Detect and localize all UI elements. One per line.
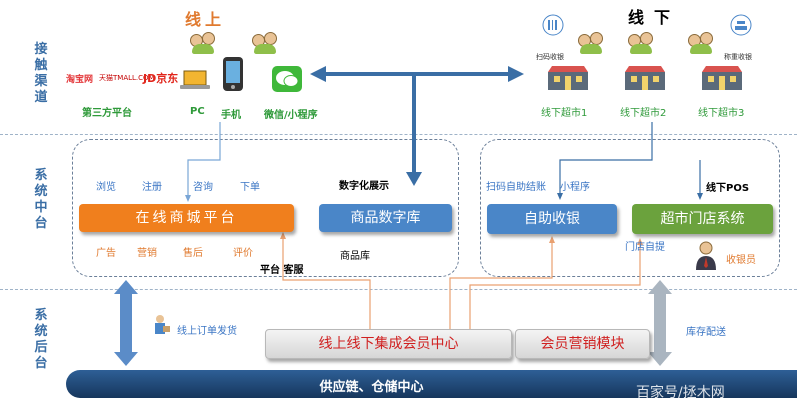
- weigh-pay-label: 称重收银: [724, 53, 752, 61]
- users-icon: [688, 32, 714, 56]
- layer-label-back: 系统后台: [34, 308, 48, 371]
- goods-library-button[interactable]: 商品数字库: [319, 204, 452, 232]
- platform-service-label: 平台 客服: [260, 265, 304, 276]
- phone-icon: [222, 56, 244, 92]
- watermark: 百家号/拯木网: [636, 385, 725, 401]
- store-pickup-label: 门店自提: [625, 242, 665, 253]
- action-register: 注册: [142, 182, 162, 193]
- phone-label: 手机: [221, 110, 241, 121]
- self-checkout-button[interactable]: 自助收银: [487, 204, 617, 234]
- member-center-button[interactable]: 线上线下集成会员中心: [265, 329, 512, 359]
- pos-label: 线下POS: [706, 183, 750, 194]
- offline-title: 线下: [628, 8, 681, 27]
- layer-label-channel: 接触渠道: [34, 42, 48, 105]
- action-consult: 咨询: [193, 182, 213, 193]
- separator-channel: [0, 134, 797, 135]
- wechat-icon: [272, 66, 302, 92]
- scan-pay-icon: [542, 14, 564, 36]
- offline-middle-box: [480, 139, 780, 277]
- online-order-label: 线上订单发货: [177, 326, 237, 337]
- scan-checkout-label: 扫码自助结账: [486, 182, 546, 193]
- store-label-2: 线下超市2: [620, 108, 667, 119]
- taobao-logo: 淘宝网: [66, 75, 94, 85]
- jd-logo: JD京东: [143, 72, 179, 85]
- mall-sub-ad: 广告: [96, 248, 116, 259]
- third-party-label: 第三方平台: [82, 108, 132, 119]
- inventory-label: 库存配送: [686, 327, 726, 338]
- laptop-icon: [180, 70, 210, 90]
- delivery-worker-icon: [153, 314, 171, 336]
- store-label-1: 线下超市1: [541, 108, 588, 119]
- online-middle-box: [72, 139, 459, 277]
- supply-chain-bar: 供应链、仓储中心: [66, 370, 797, 398]
- scale-icon: [730, 14, 752, 36]
- mall-sub-aftersale: 售后: [183, 248, 203, 259]
- member-marketing-button[interactable]: 会员营销模块: [515, 329, 650, 359]
- store-icon: [702, 66, 742, 90]
- store-icon: [548, 66, 588, 90]
- mall-platform-button[interactable]: 在线商城平台: [79, 204, 294, 232]
- mall-sub-marketing: 营销: [137, 248, 157, 259]
- users-icon: [628, 32, 654, 56]
- store-system-button[interactable]: 超市门店系统: [632, 204, 773, 234]
- wechat-label: 微信/小程序: [264, 110, 318, 121]
- pc-label: PC: [190, 106, 205, 117]
- users-icon: [252, 32, 278, 56]
- mall-sub-review: 评价: [233, 248, 253, 259]
- layer-label-middle: 系统中台: [34, 168, 48, 231]
- users-icon: [190, 32, 216, 56]
- action-order: 下单: [240, 182, 260, 193]
- digital-display-label: 数字化展示: [339, 181, 389, 192]
- mini-program-label: 小程序: [560, 182, 590, 193]
- cashier-icon: [694, 240, 718, 270]
- store-label-3: 线下超市3: [698, 108, 745, 119]
- scan-pay-label: 扫码收银: [536, 53, 564, 61]
- tmall-logo: 天猫TMALL.COM: [99, 74, 155, 82]
- online-title: 线上: [185, 10, 226, 29]
- goods-lib-label: 商品库: [340, 251, 370, 262]
- users-icon: [578, 32, 604, 56]
- cashier-label: 收银员: [726, 255, 756, 266]
- supply-chain-label: 供应链、仓储中心: [319, 380, 424, 395]
- separator-middle: [0, 289, 797, 290]
- store-icon: [625, 66, 665, 90]
- action-browse: 浏览: [96, 182, 116, 193]
